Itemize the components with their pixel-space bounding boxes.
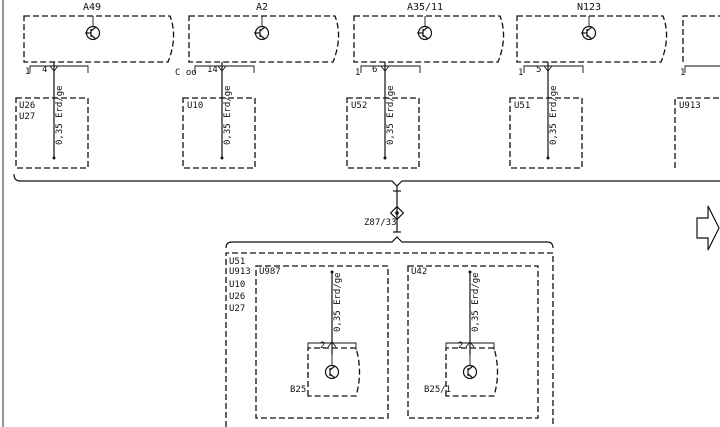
pin-number: 2: [458, 341, 463, 351]
sensor-box: [407, 265, 539, 419]
module-label: A2: [256, 2, 268, 13]
connector-label: Z87/33: [364, 218, 397, 228]
wire-end: [52, 156, 56, 160]
module-connector: [29, 65, 89, 73]
wire-spec: 0,35 Erd/ge: [386, 85, 396, 145]
ground-point-box: [182, 97, 256, 169]
connector-icon: [389, 205, 405, 221]
pin-arrow-icon: [465, 341, 475, 348]
wire-spec: 0,35 Erd/ge: [55, 85, 65, 145]
sensor-connector: [445, 342, 495, 350]
pin-arrow-icon: [380, 65, 390, 72]
ground-bus: [13, 173, 720, 187]
module-box: [682, 15, 720, 62]
connector-dot: [395, 211, 399, 215]
sensor-label: B25: [290, 385, 306, 395]
module-a35-11[interactable]: A35/11 1 6 U52 0,35 Erd/ge: [346, 2, 505, 169]
pin-number: 2: [320, 341, 325, 351]
group-code: U26: [229, 292, 245, 302]
module-n123[interactable]: N123 1 5 U51 0,35 Erd/ge: [509, 2, 668, 169]
wire-spec: 0,35 Erd/ge: [333, 272, 343, 332]
ground-code: U987: [259, 267, 281, 277]
ground-point-box: [509, 97, 583, 169]
sensor-icon: [462, 355, 478, 380]
transistor-icon: [581, 16, 597, 41]
pin-arrow-icon: [49, 65, 59, 72]
module-connector: [684, 65, 720, 73]
wire-end: [546, 156, 550, 160]
group-code: U27: [229, 304, 245, 314]
bottom-ground-group[interactable]: U51 U913 U10 U26 U27 U987 0,35 Erd/ge 2 …: [225, 252, 554, 427]
ground-code: U27: [19, 112, 35, 122]
connector-mark: 1: [355, 68, 360, 78]
wire-spec: 0,35 Erd/ge: [471, 272, 481, 332]
module-partial[interactable]: 1 U913: [674, 15, 720, 168]
connector-mark: C oo: [175, 68, 197, 78]
ground-code: U51: [514, 101, 530, 111]
module-a2[interactable]: A2 C oo 14 U10 0,35 Erd/ge: [175, 2, 340, 169]
ground-point-box: [674, 97, 720, 168]
ground-code: U52: [351, 101, 367, 111]
sensor-box: [255, 265, 389, 419]
module-box: [353, 15, 505, 63]
ground-code: U913: [679, 101, 701, 111]
group-code: U913: [229, 267, 251, 277]
group-code: U10: [229, 280, 245, 290]
sensor-b25[interactable]: U987 0,35 Erd/ge 2 B25: [255, 265, 389, 419]
module-connector: [360, 65, 421, 73]
wire-spec: 0,35 Erd/ge: [223, 85, 233, 145]
ground-code: U42: [411, 267, 427, 277]
connector-mark: 1: [518, 68, 523, 78]
ground-code: U10: [187, 101, 203, 111]
sensor-body: [445, 347, 499, 397]
ground-connector-z87-33[interactable]: Z87/33: [364, 186, 405, 233]
pin-arrow-icon: [543, 65, 553, 72]
sensor-b25-1[interactable]: U42 0,35 Erd/ge 2 B25/1: [407, 265, 539, 419]
pin-number: 4: [42, 65, 47, 75]
module-connector: [194, 65, 255, 73]
ground-point-box: [346, 97, 420, 169]
sensor-icon: [324, 355, 340, 380]
module-box: [516, 15, 668, 63]
module-label: A35/11: [407, 2, 443, 13]
transistor-icon: [254, 16, 270, 41]
wire-end: [383, 156, 387, 160]
sensor-connector: [307, 342, 357, 350]
module-label: A49: [83, 2, 101, 13]
ground-point-box: [15, 97, 89, 169]
module-box: [23, 15, 175, 63]
wire-spec: 0,35 Erd/ge: [549, 85, 559, 145]
ground-code: U26: [19, 101, 35, 111]
wire-end: [220, 156, 224, 160]
sensor-body: [307, 347, 361, 397]
connector-mark: 1: [680, 68, 685, 78]
module-connector: [523, 65, 584, 73]
pin-arrow-icon: [217, 65, 227, 72]
sensor-label: B25/1: [424, 385, 451, 395]
module-box: [188, 15, 340, 63]
pin-arrow-icon: [327, 341, 337, 348]
wire-end: [330, 270, 334, 274]
transistor-icon: [85, 16, 101, 41]
group-box: [225, 252, 554, 427]
group-code: U51: [229, 257, 245, 267]
wire-end: [468, 270, 472, 274]
pin-number: 5: [536, 65, 541, 75]
pin-number: 14: [207, 65, 218, 75]
transistor-icon: [417, 16, 433, 41]
continue-arrow-icon[interactable]: [696, 205, 720, 251]
connector-mark: 1: [25, 67, 30, 77]
module-label: N123: [577, 2, 601, 13]
branch-bus: [225, 236, 554, 249]
module-a49[interactable]: A49 1 4 U26 U27 0,35 Erd/ge: [15, 2, 175, 169]
pin-number: 6: [372, 65, 377, 75]
